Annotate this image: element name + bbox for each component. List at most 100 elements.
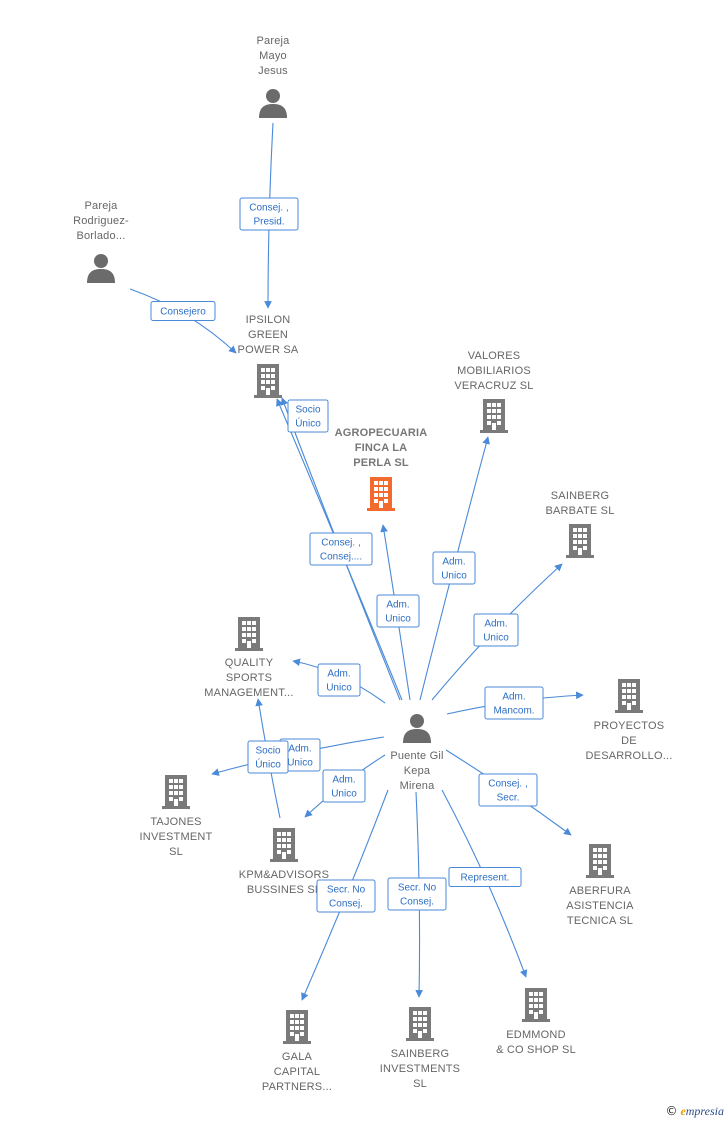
- node-label-line: Jesus: [258, 65, 288, 77]
- node-label-line: ASISTENCIA: [566, 900, 634, 912]
- node-label-line: SAINBERG: [551, 490, 609, 502]
- edge-label-text: Adm.: [327, 669, 350, 680]
- edge-label-text: Socio: [295, 405, 320, 416]
- edge-label-box: [309, 532, 373, 566]
- edge-label-pareja_rodriguez-to-ipsilon[interactable]: Consejero: [150, 301, 216, 321]
- person-icon: [403, 714, 431, 743]
- edge-label-puente-to-sainberg_inv[interactable]: Secr. No Consej.: [387, 877, 447, 911]
- node-label-line: BARBATE SL: [545, 505, 614, 517]
- edge-label-text: Consej. ,: [488, 779, 527, 790]
- edge-label-box: [448, 867, 522, 887]
- building-icon: [283, 1010, 311, 1044]
- edge-label-text: Unico: [331, 789, 357, 800]
- node-proyectos[interactable]: PROYECTOS DE DESARROLLO...: [586, 679, 673, 762]
- node-label-line: DESARROLLO...: [586, 750, 673, 762]
- edge-label-puente-to-kpm[interactable]: Adm.Unico: [322, 769, 366, 803]
- node-label-line: Mirena: [400, 780, 436, 792]
- node-label-line: EDMMOND: [506, 1029, 565, 1041]
- node-label-line: IPSILON: [246, 314, 291, 326]
- node-label-line: ABERFURA: [569, 885, 631, 897]
- node-label-line: DE: [621, 735, 637, 747]
- node-label-line: Pareja: [85, 200, 119, 212]
- edge-label-puente-to-aberfura[interactable]: Consej. ,Secr.: [478, 773, 538, 807]
- building-icon: [522, 988, 550, 1022]
- edge-label-text: Unico: [441, 571, 467, 582]
- node-label-line: QUALITY: [225, 657, 274, 669]
- node-label-line: PARTNERS...: [262, 1081, 332, 1093]
- edge-label-text: Único: [255, 758, 281, 771]
- node-quality[interactable]: QUALITYSPORTSMANAGEMENT...: [204, 617, 293, 699]
- node-label-line: Rodriguez-: [73, 215, 129, 227]
- node-label-line: Borlado...: [76, 230, 125, 242]
- node-label-line: FINCA LA: [355, 442, 408, 454]
- edge-label-text: Adm.: [484, 619, 507, 630]
- edge-label-text: Consej.: [400, 897, 434, 908]
- edge-label-text: Consej. ,: [321, 538, 360, 549]
- edge-label-text: Presid.: [253, 217, 284, 228]
- edge-label-box: [322, 769, 366, 803]
- edge-label-text: Adm.: [386, 600, 409, 611]
- node-label-line: PROYECTOS: [594, 720, 665, 732]
- node-label-line: POWER SA: [238, 344, 299, 356]
- node-label-line: SPORTS: [226, 672, 272, 684]
- node-label-line: GALA: [282, 1051, 313, 1063]
- node-label-line: Pareja: [257, 35, 291, 47]
- building-icon: [406, 1007, 434, 1041]
- edge-label-text: Secr. No: [398, 883, 437, 894]
- edge-label-text: Único: [295, 417, 321, 430]
- node-sainberg_barbate[interactable]: SAINBERG BARBATE SL: [545, 490, 614, 558]
- edge-label-text: Consej.: [329, 899, 363, 910]
- node-label-line: VERACRUZ SL: [454, 380, 533, 392]
- edge-label-puente-to-sainberg_barbate[interactable]: Adm. Unico: [473, 613, 519, 647]
- edge-label-text: Adm.: [288, 744, 311, 755]
- building-icon: [566, 524, 594, 558]
- edge-label-text: Consejero: [160, 307, 206, 318]
- node-label-line: VALORES: [468, 350, 521, 362]
- edge-label-text: Unico: [287, 758, 313, 769]
- building-icon: [235, 617, 263, 651]
- node-label-line: GREEN: [248, 329, 288, 341]
- node-label-line: Kepa: [404, 765, 431, 777]
- building-icon: [615, 679, 643, 713]
- edge-label-puente-to-agropecuaria[interactable]: Adm.Unico: [376, 594, 420, 628]
- edge-label-puente-to-proyectos[interactable]: Adm.Mancom.: [484, 686, 544, 720]
- edge-label-box: [473, 613, 519, 647]
- node-gala[interactable]: GALA CAPITAL PARTNERS...: [262, 1010, 332, 1093]
- edge-label-box: [376, 594, 420, 628]
- node-edmmond[interactable]: EDMMOND& CO SHOP SL: [496, 988, 576, 1056]
- edge-label-text: Represent.: [461, 873, 510, 884]
- node-label-line: SAINBERG: [391, 1048, 449, 1060]
- node-label-line: INVESTMENTS: [380, 1063, 460, 1075]
- building-icon: [586, 844, 614, 878]
- edge-label-text: Unico: [326, 683, 352, 694]
- brand-footer[interactable]: © empresia: [665, 1104, 724, 1119]
- node-label-line: Mayo: [259, 50, 287, 62]
- edge-label-box: [317, 663, 361, 697]
- node-label-line: CAPITAL: [274, 1066, 320, 1078]
- nodes-layer: ParejaMayoJesusParejaRodriguez-Borlado..…: [73, 35, 672, 1093]
- building-icon: [367, 477, 395, 511]
- node-label-line: INVESTMENT: [140, 831, 213, 843]
- edge-label-puente-to-valores[interactable]: Adm.Unico: [432, 551, 476, 585]
- edge-label-text: Unico: [483, 633, 509, 644]
- brand-logo-text: mpresia: [685, 1104, 724, 1118]
- edge-label-puente-to-quality[interactable]: Adm. Unico: [317, 663, 361, 697]
- edge-label-pareja_mayo-to-ipsilon[interactable]: Consej. ,Presid.: [239, 197, 299, 231]
- edge-label-puente-to-ipsilon[interactable]: Consej. ,Consej....: [309, 532, 373, 566]
- edge-label-puente-to-edmmond[interactable]: Represent.: [448, 867, 522, 887]
- edge-label-text: Socio: [255, 746, 280, 757]
- node-ipsilon[interactable]: IPSILON GREEN POWER SA: [238, 314, 299, 398]
- node-label-line: TAJONES: [150, 816, 201, 828]
